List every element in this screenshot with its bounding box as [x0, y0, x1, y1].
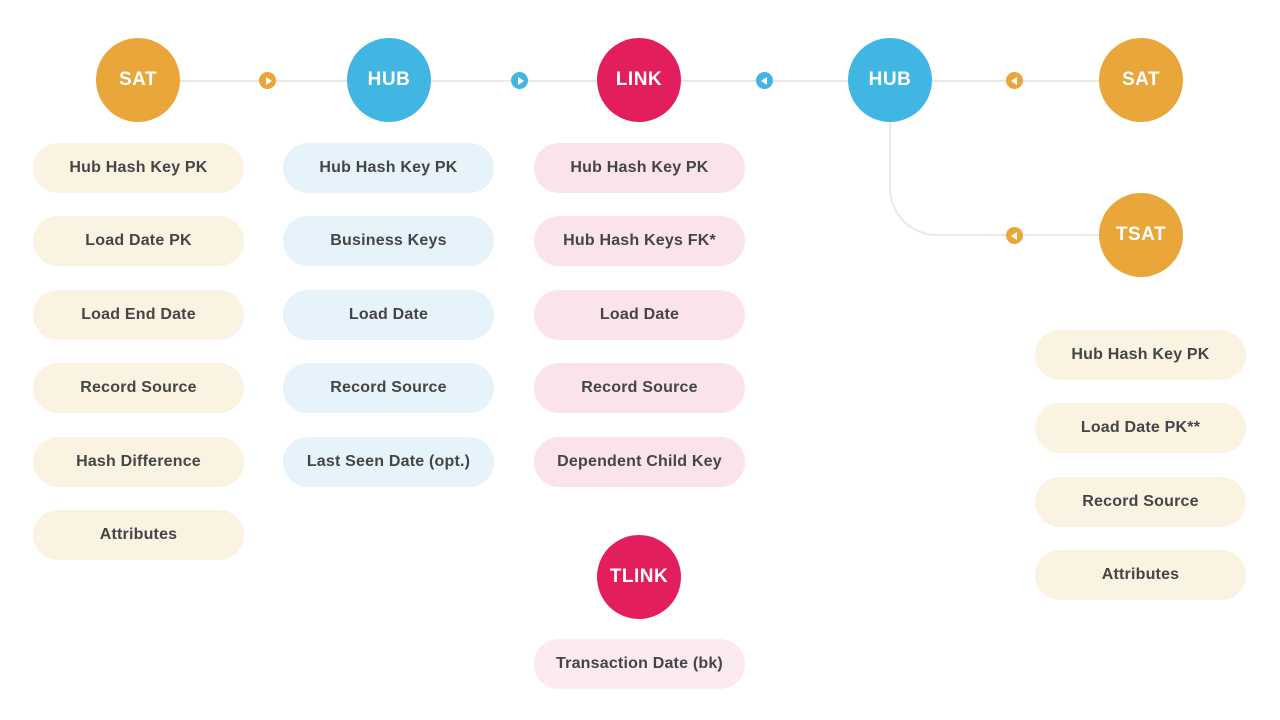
attribute-pill: Load Date	[534, 290, 745, 340]
triangle-left-icon	[1010, 231, 1017, 240]
attribute-pill: Attributes	[1035, 550, 1246, 600]
play-left-icon	[1006, 72, 1023, 89]
node-sat-left: SAT	[96, 38, 180, 122]
node-sat-right: SAT	[1099, 38, 1183, 122]
attribute-pill: Hub Hash Key PK	[33, 143, 244, 193]
attribute-pill: Hub Hash Keys FK*	[534, 216, 745, 266]
attribute-pill: Dependent Child Key	[534, 437, 745, 487]
attribute-pill: Load End Date	[33, 290, 244, 340]
attribute-pill: Transaction Date (bk)	[534, 639, 745, 689]
attribute-pill: Load Date	[283, 290, 494, 340]
triangle-left-icon	[760, 76, 767, 85]
triangle-right-icon	[265, 76, 272, 85]
node-tlink: TLINK	[597, 535, 681, 619]
play-left-icon	[1006, 227, 1023, 244]
play-right-icon	[511, 72, 528, 89]
play-left-icon	[756, 72, 773, 89]
node-hub-left: HUB	[347, 38, 431, 122]
attribute-pill: Record Source	[1035, 477, 1246, 527]
node-link: LINK	[597, 38, 681, 122]
triangle-left-icon	[1010, 76, 1017, 85]
attribute-pill: Load Date PK	[33, 216, 244, 266]
attribute-pill: Hub Hash Key PK	[1035, 330, 1246, 380]
attribute-pill: Attributes	[33, 510, 244, 560]
attribute-pill: Load Date PK**	[1035, 403, 1246, 453]
attribute-pill: Hub Hash Key PK	[534, 143, 745, 193]
attribute-pill: Last Seen Date (opt.)	[283, 437, 494, 487]
attribute-pill: Business Keys	[283, 216, 494, 266]
attribute-pill: Record Source	[33, 363, 244, 413]
node-hub-right: HUB	[848, 38, 932, 122]
attribute-pill: Hub Hash Key PK	[283, 143, 494, 193]
attribute-pill: Hash Difference	[33, 437, 244, 487]
connector-curve-hub-tsat	[889, 122, 1099, 236]
play-right-icon	[259, 72, 276, 89]
attribute-pill: Record Source	[534, 363, 745, 413]
node-tsat: TSAT	[1099, 193, 1183, 277]
triangle-right-icon	[517, 76, 524, 85]
attribute-pill: Record Source	[283, 363, 494, 413]
